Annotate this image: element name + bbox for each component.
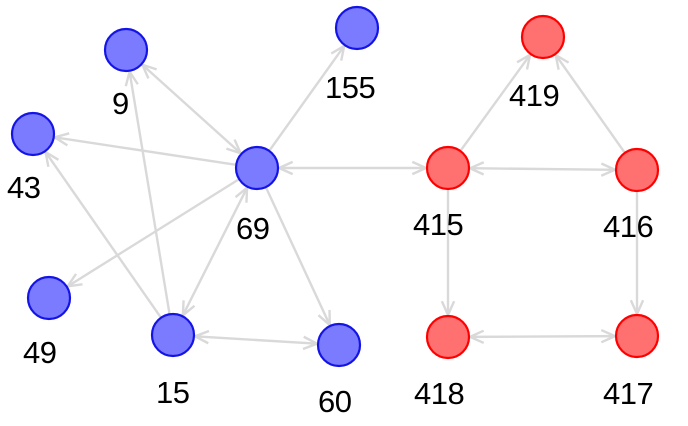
edge-line — [128, 71, 171, 314]
edge-line — [54, 136, 236, 166]
edge-line — [459, 54, 532, 151]
edge-15-to-60 — [192, 329, 320, 351]
edge-416-to-419 — [554, 52, 626, 153]
node-69[interactable] — [234, 145, 280, 191]
node-43[interactable] — [10, 111, 56, 157]
node-9[interactable] — [103, 27, 149, 73]
node-label-69: 69 — [236, 211, 270, 246]
edges-layer — [43, 43, 645, 351]
node-label-49: 49 — [23, 335, 57, 370]
edge-line — [181, 187, 249, 316]
node-15[interactable] — [150, 312, 196, 358]
edge-line — [141, 63, 242, 155]
node-155[interactable] — [334, 5, 380, 51]
edge-line — [469, 167, 616, 171]
node-label-15: 15 — [156, 375, 190, 410]
edge-line — [44, 151, 162, 318]
edge-line — [265, 187, 331, 326]
node-label-60: 60 — [318, 384, 352, 419]
edge-line — [268, 45, 346, 151]
edge-line — [67, 178, 239, 288]
node-label-417: 417 — [603, 376, 654, 411]
edge-69-to-9 — [140, 62, 243, 156]
edge-69-to-415 — [276, 160, 429, 176]
node-416[interactable] — [614, 147, 660, 193]
node-60[interactable] — [316, 322, 362, 368]
node-418[interactable] — [425, 314, 471, 360]
node-label-415: 415 — [413, 207, 464, 242]
node-label-9: 9 — [112, 86, 129, 121]
node-label-416: 416 — [603, 209, 654, 244]
edge-line — [469, 334, 616, 339]
edge-line — [554, 54, 626, 153]
node-label-155: 155 — [325, 70, 376, 105]
node-label-43: 43 — [7, 170, 41, 205]
edge-69-to-15 — [181, 185, 249, 318]
edge-415-to-416 — [467, 161, 618, 177]
node-415[interactable] — [425, 145, 471, 191]
node-49[interactable] — [26, 275, 72, 321]
node-417[interactable] — [614, 313, 660, 359]
arrow-head-forward — [65, 273, 83, 288]
node-label-418: 418 — [414, 376, 465, 411]
edge-418-to-417 — [467, 328, 618, 345]
nodes-layer — [10, 5, 660, 368]
edge-69-to-60 — [265, 187, 331, 328]
edge-line — [194, 335, 318, 345]
edge-69-to-49 — [65, 178, 239, 288]
node-419[interactable] — [520, 14, 566, 60]
node-label-419: 419 — [509, 78, 560, 113]
